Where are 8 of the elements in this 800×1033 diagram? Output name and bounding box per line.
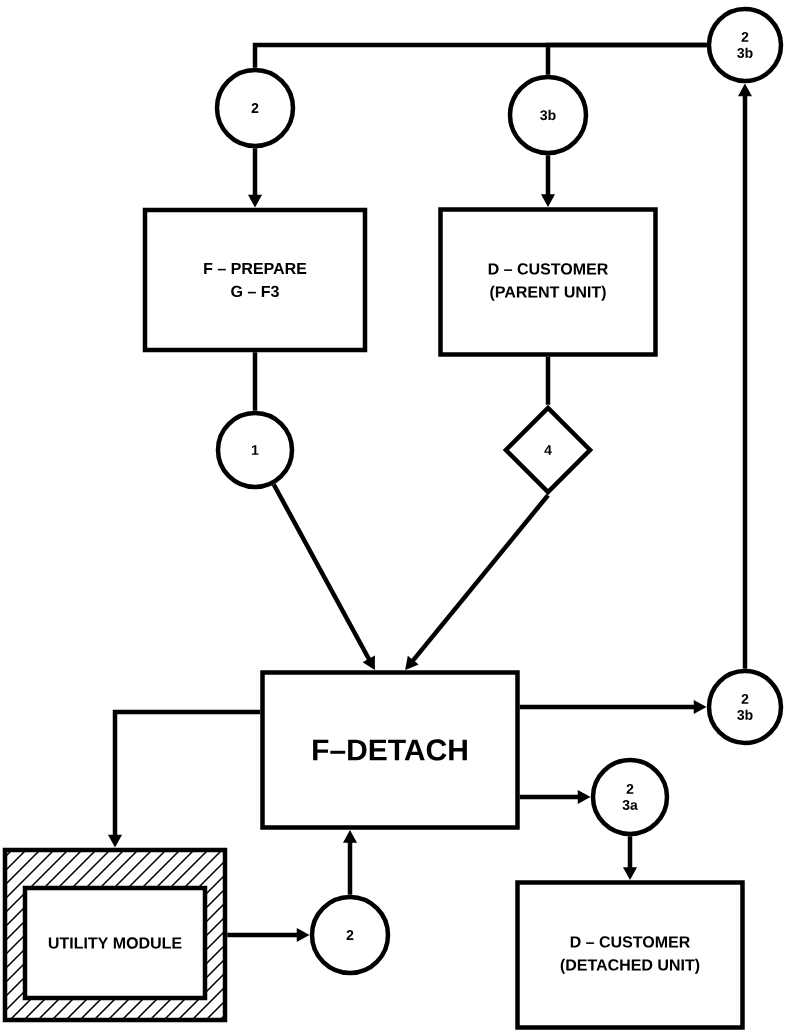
module-box: UTILITY MODULE	[2, 847, 228, 1023]
process-box: D – CUSTOMER (PARENT UNIT)	[438, 207, 658, 357]
connector-line	[545, 42, 707, 75]
process-box: F – PREPARE G – F3	[142, 207, 368, 353]
connector-line	[545, 356, 551, 405]
connector-line	[252, 352, 258, 411]
process-box: D – CUSTOMER (DETACHED UNIT)	[515, 880, 745, 1030]
process-box: F–DETACH	[260, 670, 520, 830]
